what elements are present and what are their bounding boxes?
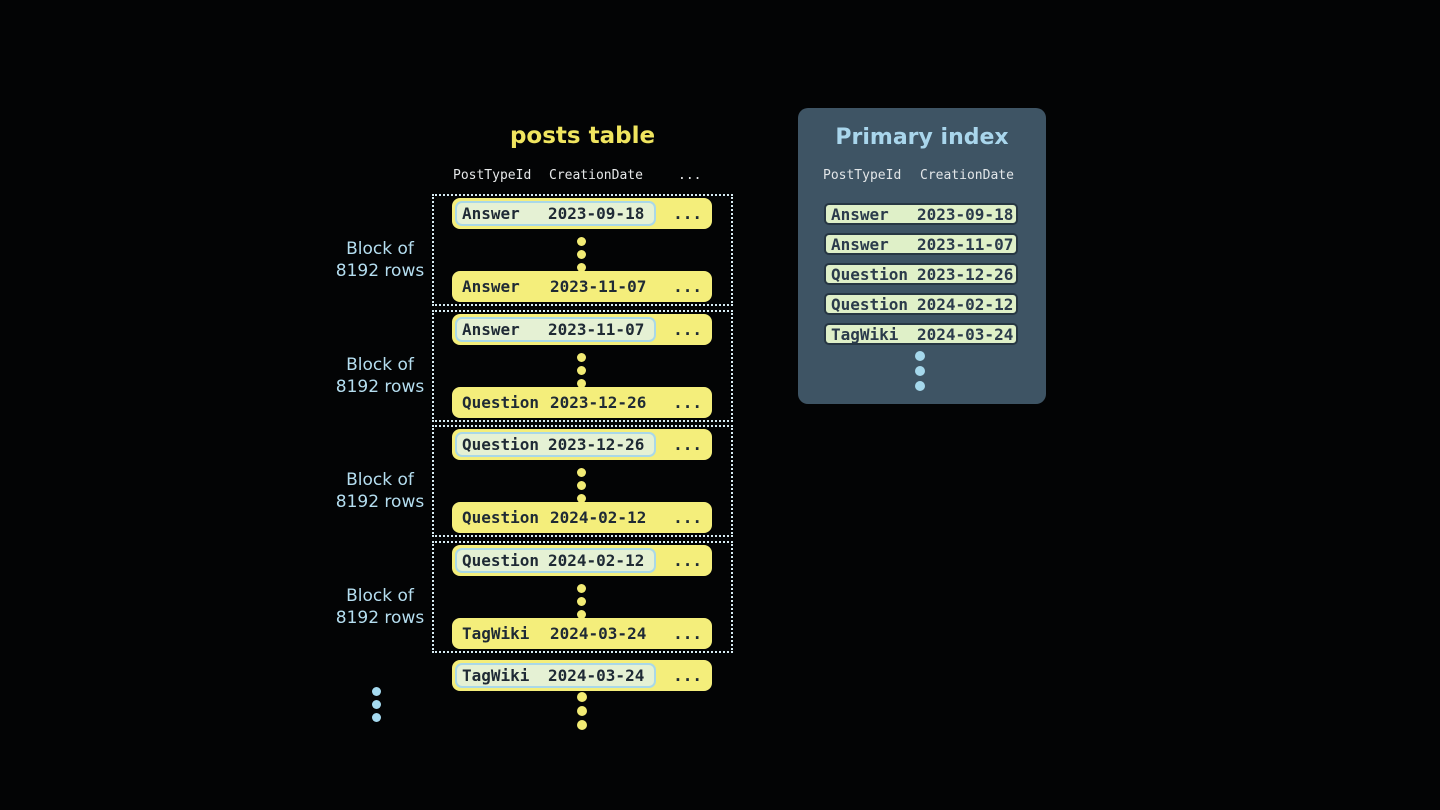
posts-column-posttypeid: PostTypeId bbox=[453, 168, 532, 183]
block-label-line2: 8192 rows bbox=[335, 491, 425, 512]
block-2-label: Block of 8192 rows bbox=[295, 355, 465, 398]
index-column-headers: PostTypeId CreationDate bbox=[798, 168, 1046, 184]
row-highlight: Question 2024-02-12 bbox=[455, 548, 656, 573]
table-row: Question 2024-02-12 ... bbox=[452, 502, 712, 533]
index-column-creationdate: CreationDate bbox=[920, 168, 1014, 183]
table-row: Answer 2023-11-07 ... bbox=[452, 314, 712, 345]
block-3-label: Block of 8192 rows bbox=[295, 470, 465, 513]
cell-creationdate: 2024-02-12 bbox=[548, 551, 645, 570]
index-column-posttypeid: PostTypeId bbox=[823, 168, 902, 183]
cell-posttypeid: Question bbox=[462, 393, 540, 412]
block-label-line1: Block of bbox=[346, 586, 414, 606]
omitted-rows-dots-icon bbox=[577, 692, 587, 730]
block-label-line1: Block of bbox=[346, 355, 414, 375]
cell-posttypeid: Question bbox=[462, 508, 540, 527]
row-more-ellipsis: ... bbox=[673, 277, 702, 296]
primary-index-title: Primary index bbox=[835, 125, 1009, 150]
cell-creationdate: 2023-11-07 bbox=[917, 234, 1014, 254]
posts-block-4: Block of 8192 rows Question 2024-02-12 .… bbox=[336, 541, 733, 653]
row-more-ellipsis: ... bbox=[673, 508, 702, 527]
omitted-rows-dots-icon bbox=[577, 353, 586, 388]
table-row: Question 2023-12-26 ... bbox=[452, 387, 712, 418]
cell-creationdate: 2023-11-07 bbox=[548, 320, 645, 339]
cell-posttypeid: TagWiki bbox=[462, 624, 530, 643]
cell-creationdate: 2023-12-26 bbox=[917, 264, 1014, 284]
table-row: Question 2023-12-26 ... bbox=[452, 429, 712, 460]
table-row: Question 2024-02-12 ... bbox=[452, 545, 712, 576]
posts-column-more-ellipsis: ... bbox=[678, 168, 702, 183]
omitted-rows-dots-icon bbox=[577, 468, 586, 503]
primary-index-panel: Primary index PostTypeId CreationDate An… bbox=[798, 108, 1046, 404]
cell-posttypeid: Answer bbox=[831, 204, 889, 224]
cell-posttypeid: Question bbox=[462, 551, 540, 570]
row-more-ellipsis: ... bbox=[673, 320, 702, 339]
posts-table-title: posts table bbox=[509, 123, 656, 149]
cell-creationdate: 2023-12-26 bbox=[548, 435, 645, 454]
posts-column-creationdate: CreationDate bbox=[549, 168, 643, 183]
block-label-line1: Block of bbox=[346, 239, 414, 259]
row-highlight: TagWiki 2024-03-24 bbox=[455, 663, 656, 688]
block-label-line2: 8192 rows bbox=[335, 376, 425, 397]
cell-creationdate: 2024-03-24 bbox=[917, 324, 1014, 344]
cell-posttypeid: Answer bbox=[462, 320, 520, 339]
table-row-overflow: TagWiki 2024-03-24 ... bbox=[452, 660, 712, 691]
row-more-ellipsis: ... bbox=[673, 624, 702, 643]
posts-column-headers: PostTypeId CreationDate ... bbox=[432, 168, 733, 184]
row-more-ellipsis: ... bbox=[673, 666, 702, 685]
cell-posttypeid: Question bbox=[831, 294, 909, 314]
block-label-line2: 8192 rows bbox=[335, 607, 425, 628]
row-more-ellipsis: ... bbox=[673, 204, 702, 223]
more-blocks-dots-icon bbox=[372, 687, 381, 722]
cell-posttypeid: Answer bbox=[462, 277, 520, 296]
cell-creationdate: 2023-09-18 bbox=[548, 204, 645, 223]
cell-creationdate: 2024-03-24 bbox=[548, 666, 645, 685]
cell-creationdate: 2023-11-07 bbox=[550, 277, 647, 296]
omitted-rows-dots-icon bbox=[577, 584, 586, 619]
index-row: Question 2023-12-26 bbox=[824, 263, 1018, 285]
row-more-ellipsis: ... bbox=[673, 551, 702, 570]
cell-posttypeid: Answer bbox=[462, 204, 520, 223]
omitted-rows-dots-icon bbox=[577, 237, 586, 272]
table-row: Answer 2023-09-18 ... bbox=[452, 198, 712, 229]
index-row: Answer 2023-09-18 bbox=[824, 203, 1018, 225]
posts-block-3: Block of 8192 rows Question 2023-12-26 .… bbox=[336, 425, 733, 537]
row-more-ellipsis: ... bbox=[673, 393, 702, 412]
block-1-label: Block of 8192 rows bbox=[295, 239, 465, 282]
cell-creationdate: 2023-12-26 bbox=[550, 393, 647, 412]
row-more-ellipsis: ... bbox=[673, 435, 702, 454]
cell-posttypeid: Answer bbox=[831, 234, 889, 254]
cell-creationdate: 2023-09-18 bbox=[917, 204, 1014, 224]
block-label-line2: 8192 rows bbox=[335, 260, 425, 281]
posts-block-1: Block of 8192 rows Answer 2023-09-18 ...… bbox=[336, 194, 733, 306]
cell-posttypeid: TagWiki bbox=[462, 666, 530, 685]
cell-posttypeid: TagWiki bbox=[831, 324, 899, 344]
table-row: Answer 2023-11-07 ... bbox=[452, 271, 712, 302]
cell-creationdate: 2024-03-24 bbox=[550, 624, 647, 643]
cell-posttypeid: Question bbox=[831, 264, 909, 284]
row-highlight: Answer 2023-11-07 bbox=[455, 317, 656, 342]
cell-posttypeid: Question bbox=[462, 435, 540, 454]
index-row: Answer 2023-11-07 bbox=[824, 233, 1018, 255]
row-highlight: Answer 2023-09-18 bbox=[455, 201, 656, 226]
block-label-line1: Block of bbox=[346, 470, 414, 490]
posts-block-2: Block of 8192 rows Answer 2023-11-07 ...… bbox=[336, 310, 733, 422]
table-row: TagWiki 2024-03-24 ... bbox=[452, 618, 712, 649]
index-row: Question 2024-02-12 bbox=[824, 293, 1018, 315]
index-row: TagWiki 2024-03-24 bbox=[824, 323, 1018, 345]
block-4-label: Block of 8192 rows bbox=[295, 586, 465, 629]
cell-creationdate: 2024-02-12 bbox=[550, 508, 647, 527]
row-highlight: Question 2023-12-26 bbox=[455, 432, 656, 457]
omitted-index-entries-dots-icon bbox=[915, 351, 925, 391]
cell-creationdate: 2024-02-12 bbox=[917, 294, 1014, 314]
